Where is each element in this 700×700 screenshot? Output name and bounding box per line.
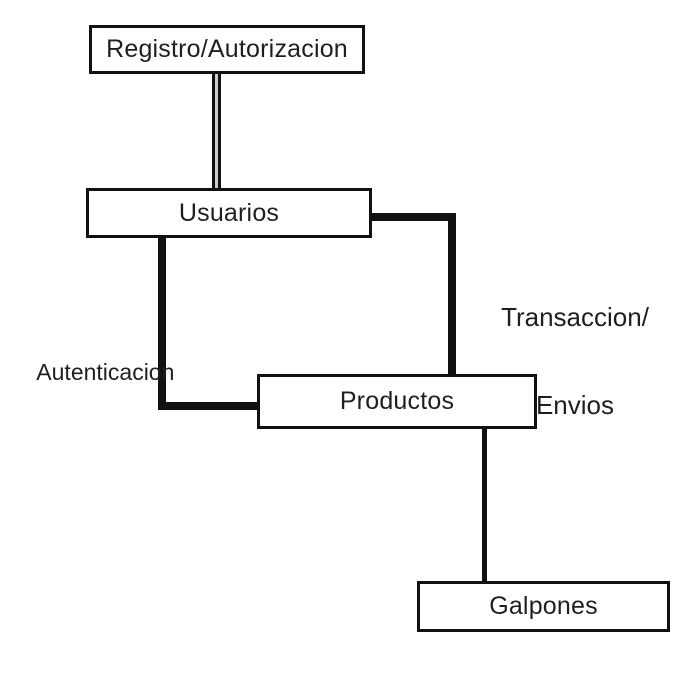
node-galpones-label: Galpones [489,592,598,620]
node-galpones: Galpones [417,581,670,632]
node-registro-autorizacion-label: Registro/Autorizacion [106,35,348,63]
node-productos-label: Productos [339,387,455,415]
connector-productos-galpones [482,429,487,582]
edge-label-transaccion-envios: Transaccion/ Envios [480,245,670,478]
edge-label-transaccion-line1: Transaccion/ [501,302,649,333]
connector-registro-usuarios-double-line [212,74,221,188]
connector-usuarios-productos-autenticacion-horizontal [158,402,259,410]
connector-usuarios-productos-autenticacion-vertical [158,238,166,410]
node-registro-autorizacion: Registro/Autorizacion [89,25,365,74]
node-usuarios-label: Usuarios [178,198,280,227]
edge-label-transaccion-line2: Envios [535,389,615,420]
connector-usuarios-productos-transaccion-vertical [448,213,456,374]
edge-label-autenticacion: Autenticacion [36,359,175,385]
node-productos: Productos [257,374,537,429]
connector-usuarios-productos-transaccion-horizontal [370,213,456,221]
node-usuarios: Usuarios [86,188,372,238]
